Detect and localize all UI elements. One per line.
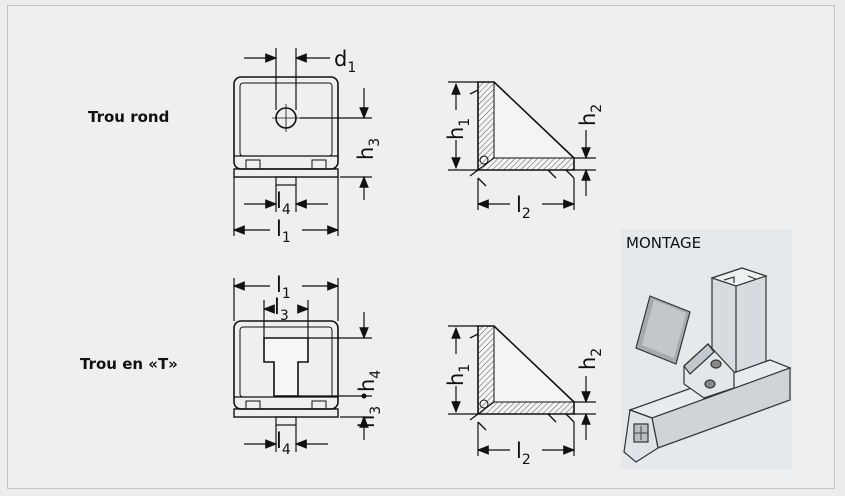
dim-l4-bottom: l4 [276,429,291,458]
dim-l2-bottom: l2 [516,439,531,468]
side-view-bottom [469,325,575,431]
dim-h3-bottom: h3 [355,406,384,428]
side-view-top [469,81,575,187]
montage-illustration [623,267,792,463]
dim-l4-top: l4 [276,189,291,218]
t-slot [263,337,309,397]
montage-title: MONTAGE [626,234,702,252]
dim-d1-lines [244,48,330,110]
label-round-hole: Trou rond [88,108,170,126]
dim-l1-bottom: l1 [276,273,291,302]
front-view-t-hole [233,320,339,426]
front-view-round-hole [233,76,339,186]
dim-h3-top: h3 [354,138,383,160]
dim-h2-bottom: h2 [576,348,605,370]
label-t-hole: Trou en «T» [80,355,178,373]
dim-l3: l3 [274,295,289,324]
dim-h1-top: h1 [444,118,473,140]
dim-h2-top: h2 [576,104,605,126]
dim-l2-top: l2 [516,193,531,222]
dim-h1-bottom: h1 [444,364,473,386]
dim-l1-top: l1 [276,217,291,246]
dim-d1: d1 [334,47,356,76]
dim-h4: h4 [355,370,384,392]
